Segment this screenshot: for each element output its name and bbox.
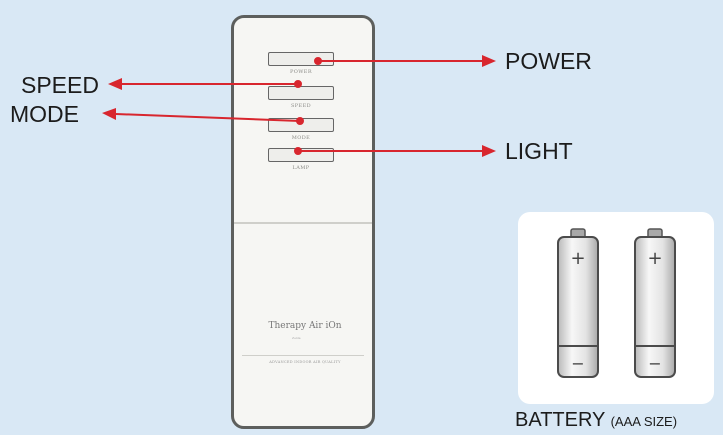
- light-arrowhead: [482, 145, 496, 157]
- speed-callout: SPEED: [21, 72, 99, 98]
- power-arrowhead: [482, 55, 496, 67]
- power-button-label: POWER: [289, 69, 313, 75]
- battery-caption-size: (AAA SIZE): [610, 414, 678, 429]
- battery-icon-2: + −: [634, 228, 676, 378]
- speed-arrowhead: [108, 78, 122, 90]
- battery-2-minus: −: [648, 354, 661, 373]
- speed-arrow-dot: [294, 80, 302, 88]
- battery-card: + − + −: [518, 212, 714, 404]
- battery-1-plus: +: [570, 248, 585, 269]
- battery-icon-1: + −: [557, 228, 599, 378]
- battery-caption-main: BATTERY: [515, 409, 606, 431]
- battery-caption: BATTERY (AAA SIZE): [515, 410, 677, 430]
- mode-arrow-dot: [296, 117, 304, 125]
- power-arrow-dot: [314, 57, 322, 65]
- mode-callout: MODE: [10, 101, 79, 127]
- fine-print: ADVANCED INDOOR AIR QUALITY: [269, 360, 341, 364]
- battery-2-plus: +: [647, 248, 662, 269]
- speed-button-label: SPEED: [290, 103, 312, 109]
- mode-arrowhead: [102, 108, 116, 120]
- brand-logo: Therapy Air iOn: [268, 321, 342, 331]
- lamp-button-label: LAMP: [292, 165, 310, 171]
- mode-arrow-line: [115, 113, 301, 122]
- light-arrow-dot: [294, 147, 302, 155]
- aaa-batteries-illustration: + − + −: [557, 228, 676, 378]
- fine-print-divider: [242, 355, 364, 356]
- remote-control: POWER SPEED MODE LAMP Therapy Air iOn Ze…: [231, 15, 375, 429]
- power-callout: POWER: [505, 48, 592, 74]
- battery-1-minus: −: [571, 354, 584, 373]
- battery-compartment-seam: [234, 222, 372, 224]
- brand-logo-sub: Zelda: [292, 336, 301, 340]
- mode-button-label: MODE: [291, 135, 311, 141]
- light-callout: LIGHT: [505, 138, 573, 164]
